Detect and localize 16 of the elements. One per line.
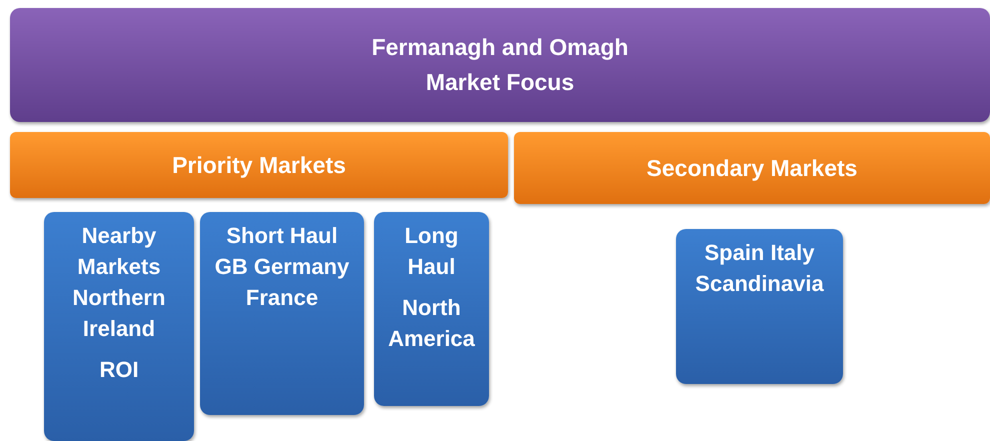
market-box [200, 212, 364, 415]
category-band [514, 132, 990, 204]
title-banner [10, 8, 990, 122]
market-box [374, 212, 489, 406]
market-list: North America [380, 292, 483, 354]
band-label: Priority Markets [172, 152, 346, 178]
title-text: Fermanagh and Omagh Market Focus [370, 33, 630, 97]
market-box [676, 229, 843, 384]
market-list: Short Haul GB Germany France [207, 220, 357, 313]
market-list: ROI [99, 354, 139, 385]
market-list: Long Haul [380, 220, 483, 282]
category-band [10, 132, 508, 198]
market-box [44, 212, 194, 441]
band-label: Secondary Markets [646, 154, 858, 182]
market-list: Spain Italy Scandinavia [684, 237, 834, 299]
market-list: Nearby Markets Northern Ireland [64, 220, 174, 344]
